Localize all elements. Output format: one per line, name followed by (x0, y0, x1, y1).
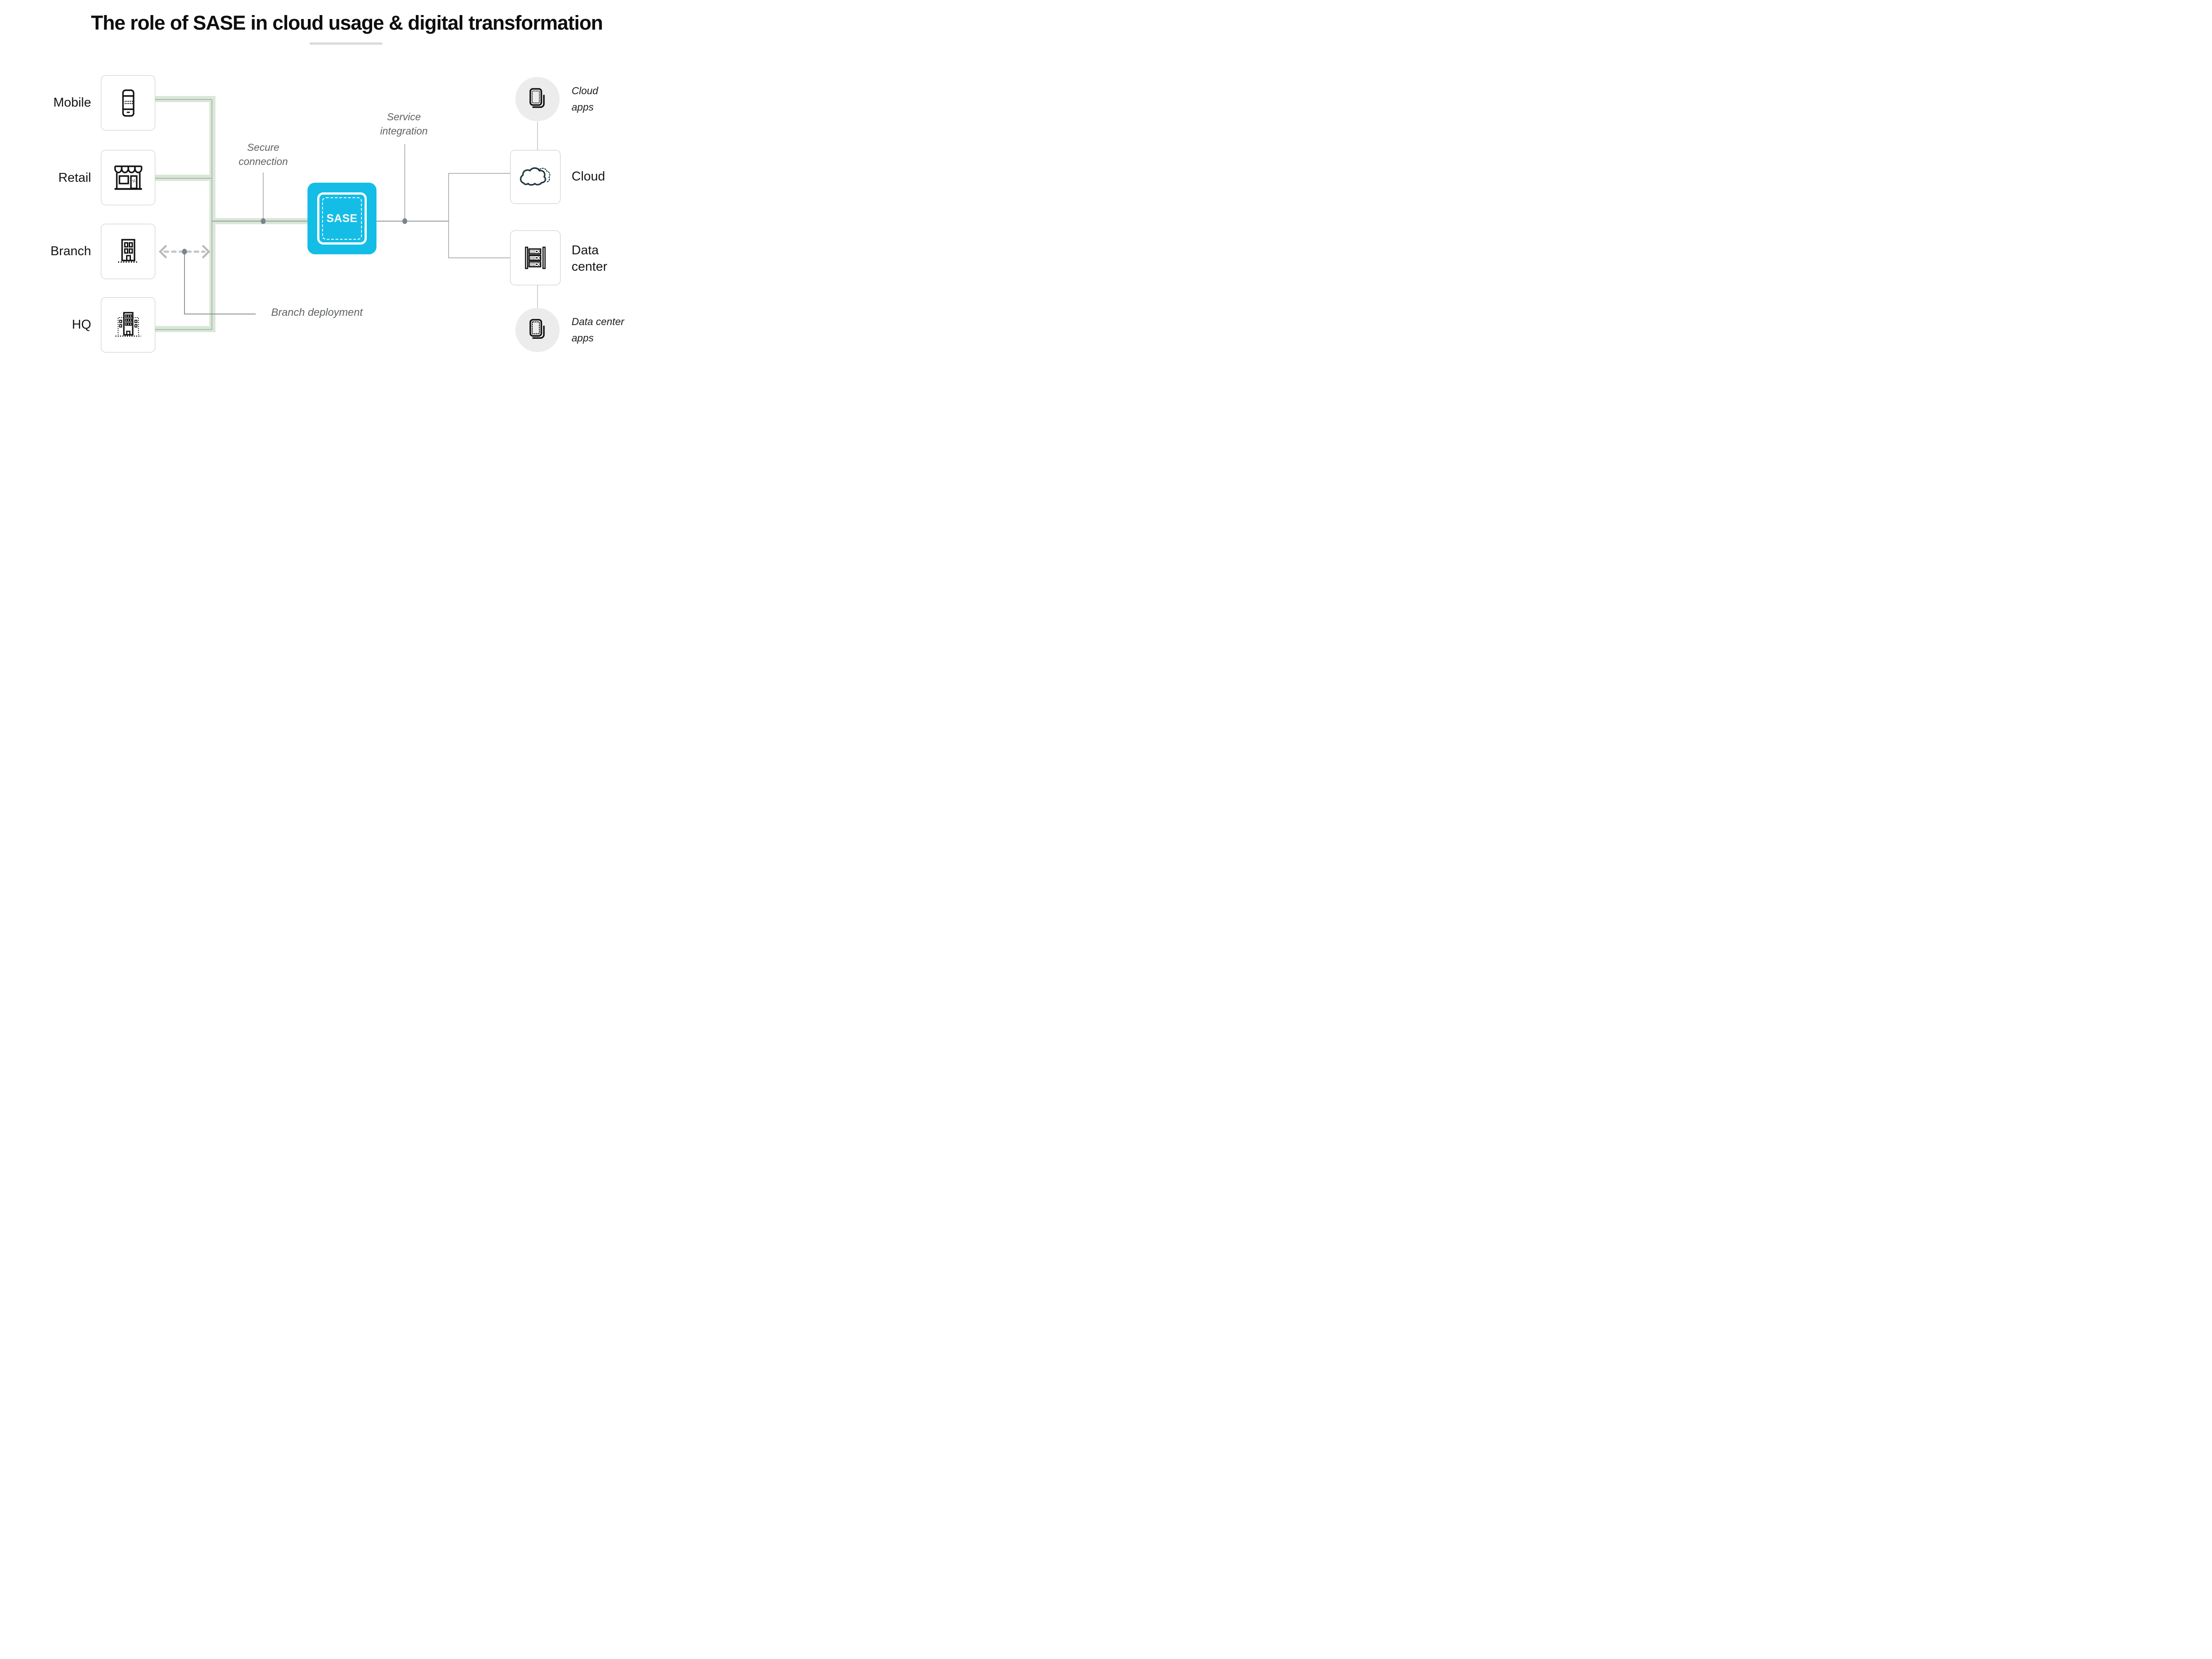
server-rack-icon (525, 246, 546, 269)
data-center-node-box (510, 230, 561, 285)
stacked-apps-icon (529, 88, 545, 108)
page-title: The role of SASE in cloud usage & digita… (91, 11, 603, 34)
label-retail: Retail (58, 171, 91, 185)
sase-hub-box: SASE (307, 183, 376, 254)
mobile-node-box (101, 75, 155, 130)
cloud-icon (520, 167, 550, 186)
service-integration-dot (402, 218, 407, 224)
cloud-apps-label: Cloud apps (572, 85, 599, 113)
storefront-icon (114, 165, 142, 190)
cloud-apps-circle (515, 77, 560, 121)
secure-connection-dot (261, 218, 266, 224)
label-branch: Branch (50, 244, 91, 258)
cloud-bracket-line (448, 173, 510, 258)
arrow-left-chevron-icon (158, 245, 167, 259)
stacked-apps-icon (529, 319, 545, 339)
office-building-icon (118, 238, 138, 263)
data-center-label: Data center (572, 243, 607, 274)
connector-layer (154, 96, 538, 332)
smartphone-icon (122, 89, 134, 117)
cloud-node-box (510, 150, 561, 204)
sase-dashed-frame: SASE (322, 197, 362, 240)
title-underline (310, 42, 382, 45)
service-integration-annotation: Service integration (380, 111, 428, 137)
branch-deployment-dot (182, 249, 187, 255)
branch-deployment-annotation: Branch deployment (271, 307, 363, 318)
label-hq: HQ (72, 318, 92, 332)
branch-deployment-pointer-line (184, 254, 256, 314)
sase-solid-frame (317, 192, 367, 245)
data-center-apps-circle (515, 308, 560, 352)
branch-node-box (101, 224, 155, 279)
retail-node-box (101, 150, 155, 205)
arrow-right-chevron-icon (202, 245, 211, 259)
secure-connection-annotation: Secure connection (238, 142, 288, 167)
data-center-apps-label: Data center apps (572, 316, 624, 344)
hq-building-icon (115, 311, 141, 337)
branch-deployment-arrow (158, 245, 211, 259)
cloud-label: Cloud (572, 169, 605, 184)
diagram-canvas: The role of SASE in cloud usage & digita… (0, 0, 681, 383)
hq-node-box (101, 297, 155, 352)
label-mobile: Mobile (53, 96, 91, 110)
sase-label: SASE (326, 212, 358, 225)
